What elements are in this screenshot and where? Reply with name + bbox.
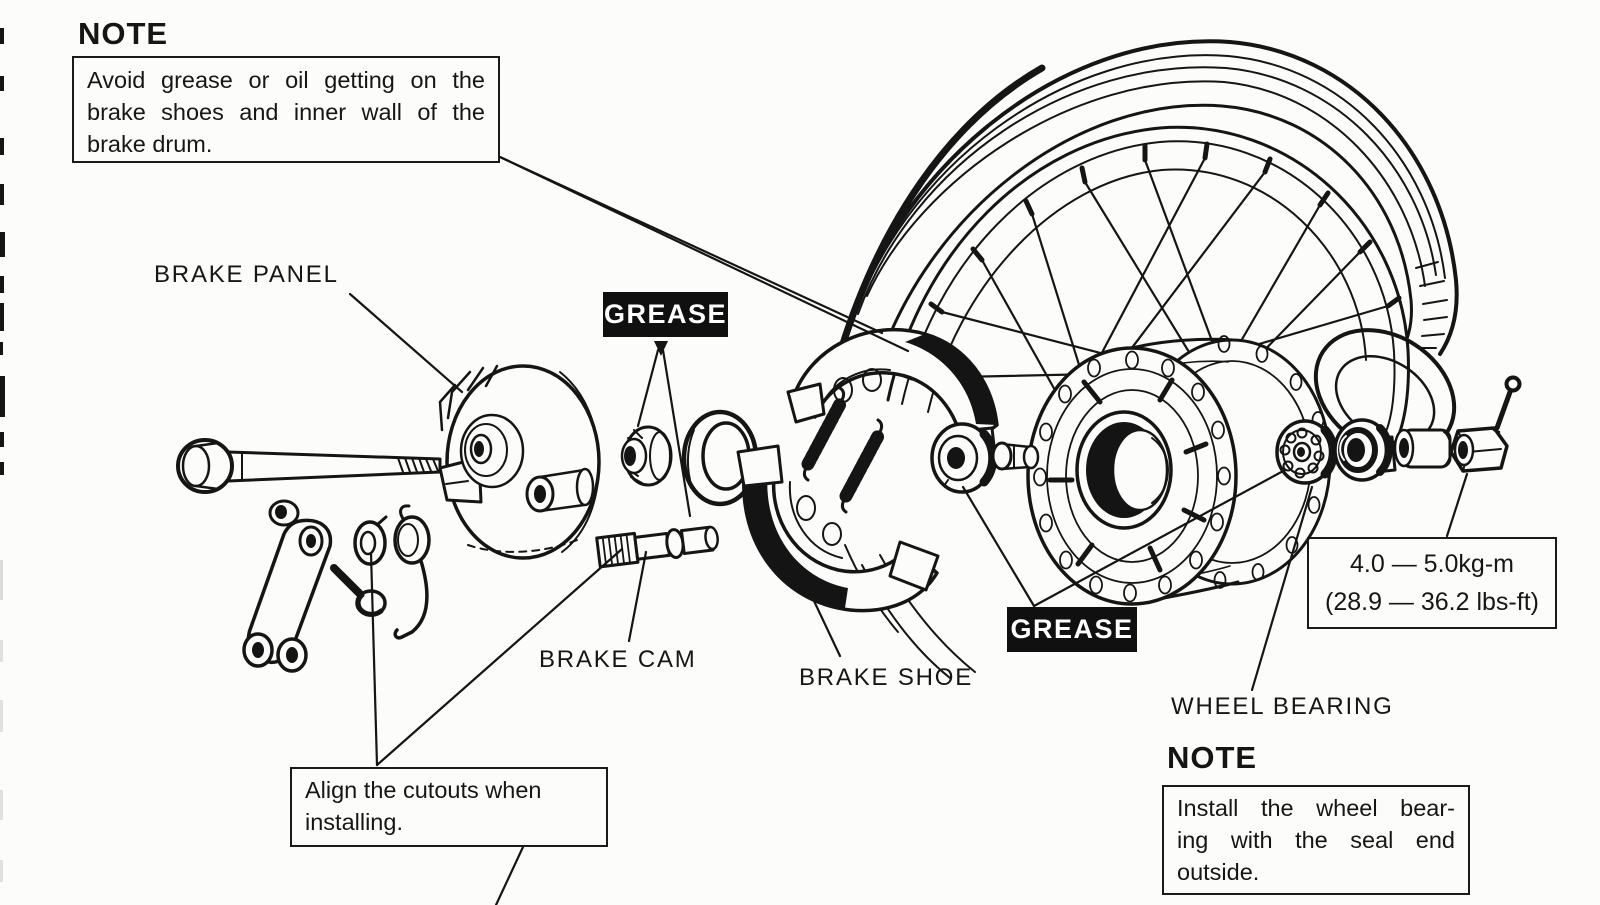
note-line: ing with the seal end xyxy=(1177,827,1455,853)
axle-shaft xyxy=(176,438,442,494)
note-line: Avoid grease or oil getting on the xyxy=(87,67,485,93)
note-line: Align the cutouts when xyxy=(305,777,542,803)
note-top-heading: NOTE xyxy=(78,16,169,51)
note-line: brake drum. xyxy=(87,131,213,157)
axle-nut xyxy=(1449,426,1509,473)
brake-cam-label: BRAKE CAM xyxy=(539,646,697,673)
grease-label-left: GREASE xyxy=(603,292,728,337)
shoe-springs xyxy=(801,386,885,514)
wheel-hub xyxy=(1026,335,1332,606)
brake-shoe-label: BRAKE SHOE xyxy=(799,664,974,691)
brake-panel-drawing xyxy=(438,364,601,560)
note-line: outside. xyxy=(1177,859,1260,885)
camshaft-gear xyxy=(620,425,673,487)
leader-lines xyxy=(348,155,1469,905)
oil-seal xyxy=(1333,418,1393,482)
note-line: Install the wheel bear- xyxy=(1177,795,1455,821)
axle-collar xyxy=(991,441,1040,471)
note-line: installing. xyxy=(305,809,403,835)
brake-panel-label: BRAKE PANEL xyxy=(154,261,339,288)
note-line: brake shoes and inner wall of the xyxy=(87,99,485,125)
wheel-bearing-part xyxy=(1275,419,1338,485)
wheel-bearing-label: WHEEL BEARING xyxy=(1171,693,1394,720)
note-bearing-box: Install the wheel bear- ing with the sea… xyxy=(1162,785,1470,895)
grease-label-right: GREASE xyxy=(1007,607,1137,652)
cotter-pin xyxy=(1492,375,1522,434)
axle-spacer xyxy=(930,422,998,494)
torque-line: (28.9 — 36.2 lbs-ft) xyxy=(1325,588,1539,616)
note-top-box: Avoid grease or oil getting on the brake… xyxy=(72,56,500,163)
brake-lever-parts xyxy=(242,499,431,673)
torque-spec-box: 4.0 — 5.0kg-m (28.9 — 36.2 lbs-ft) xyxy=(1307,537,1557,629)
page-edge-artifacts xyxy=(0,28,5,882)
spacer-collar xyxy=(1393,428,1452,469)
note-bearing-heading: NOTE xyxy=(1167,740,1258,775)
align-note-box: Align the cutouts when installing. xyxy=(290,767,608,847)
torque-line: 4.0 — 5.0kg-m xyxy=(1350,550,1514,578)
brake-cam-shaft xyxy=(595,525,719,569)
